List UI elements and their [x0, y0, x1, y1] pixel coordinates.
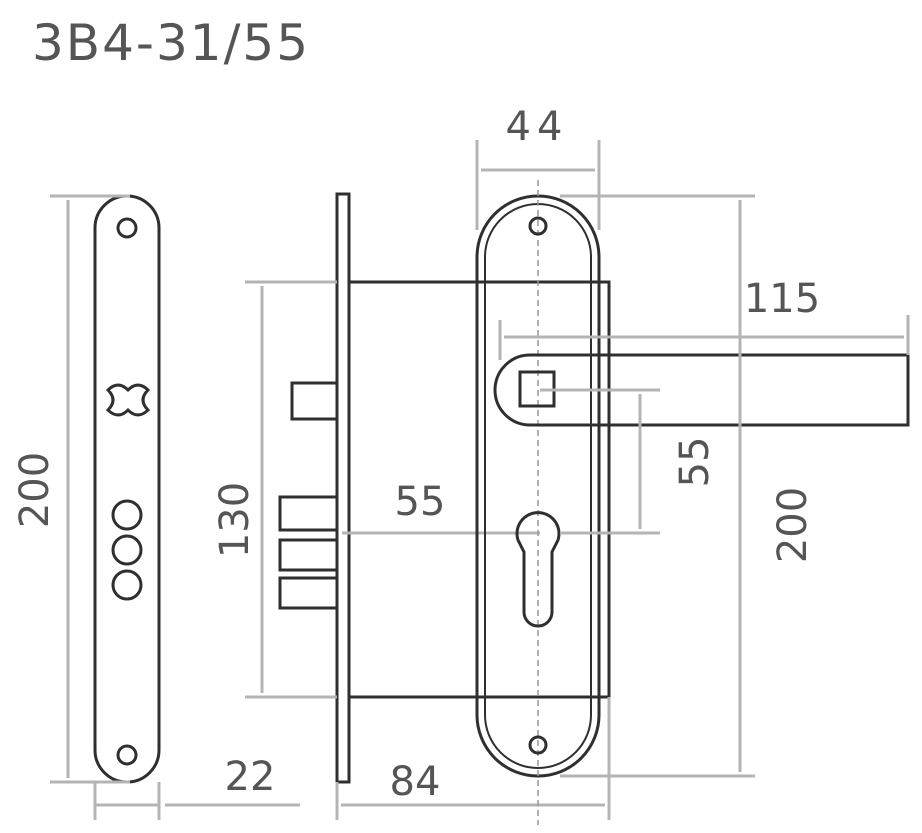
lock-body-dimensions — [245, 280, 611, 820]
dim-handle-length: 115 — [744, 276, 820, 322]
dim-handle-to-cylinder: 55 — [672, 437, 718, 488]
dim-lock-height: 130 — [212, 482, 258, 558]
dim-backset: 55 — [395, 479, 446, 525]
dim-escutcheon-width: 44 — [506, 104, 569, 150]
escutcheon-dimensions — [475, 140, 910, 778]
lock-body — [278, 192, 611, 784]
dim-faceplate-width: 22 — [225, 754, 276, 800]
faceplate-dimensions — [50, 194, 300, 820]
faceplate — [93, 194, 161, 784]
dim-escutcheon-height: 200 — [770, 487, 816, 563]
dim-faceplate-height: 200 — [12, 452, 58, 528]
escutcheon-plate — [475, 180, 601, 825]
model-title: 3B4-31/55 — [32, 14, 311, 72]
dim-lock-depth: 84 — [390, 759, 441, 805]
